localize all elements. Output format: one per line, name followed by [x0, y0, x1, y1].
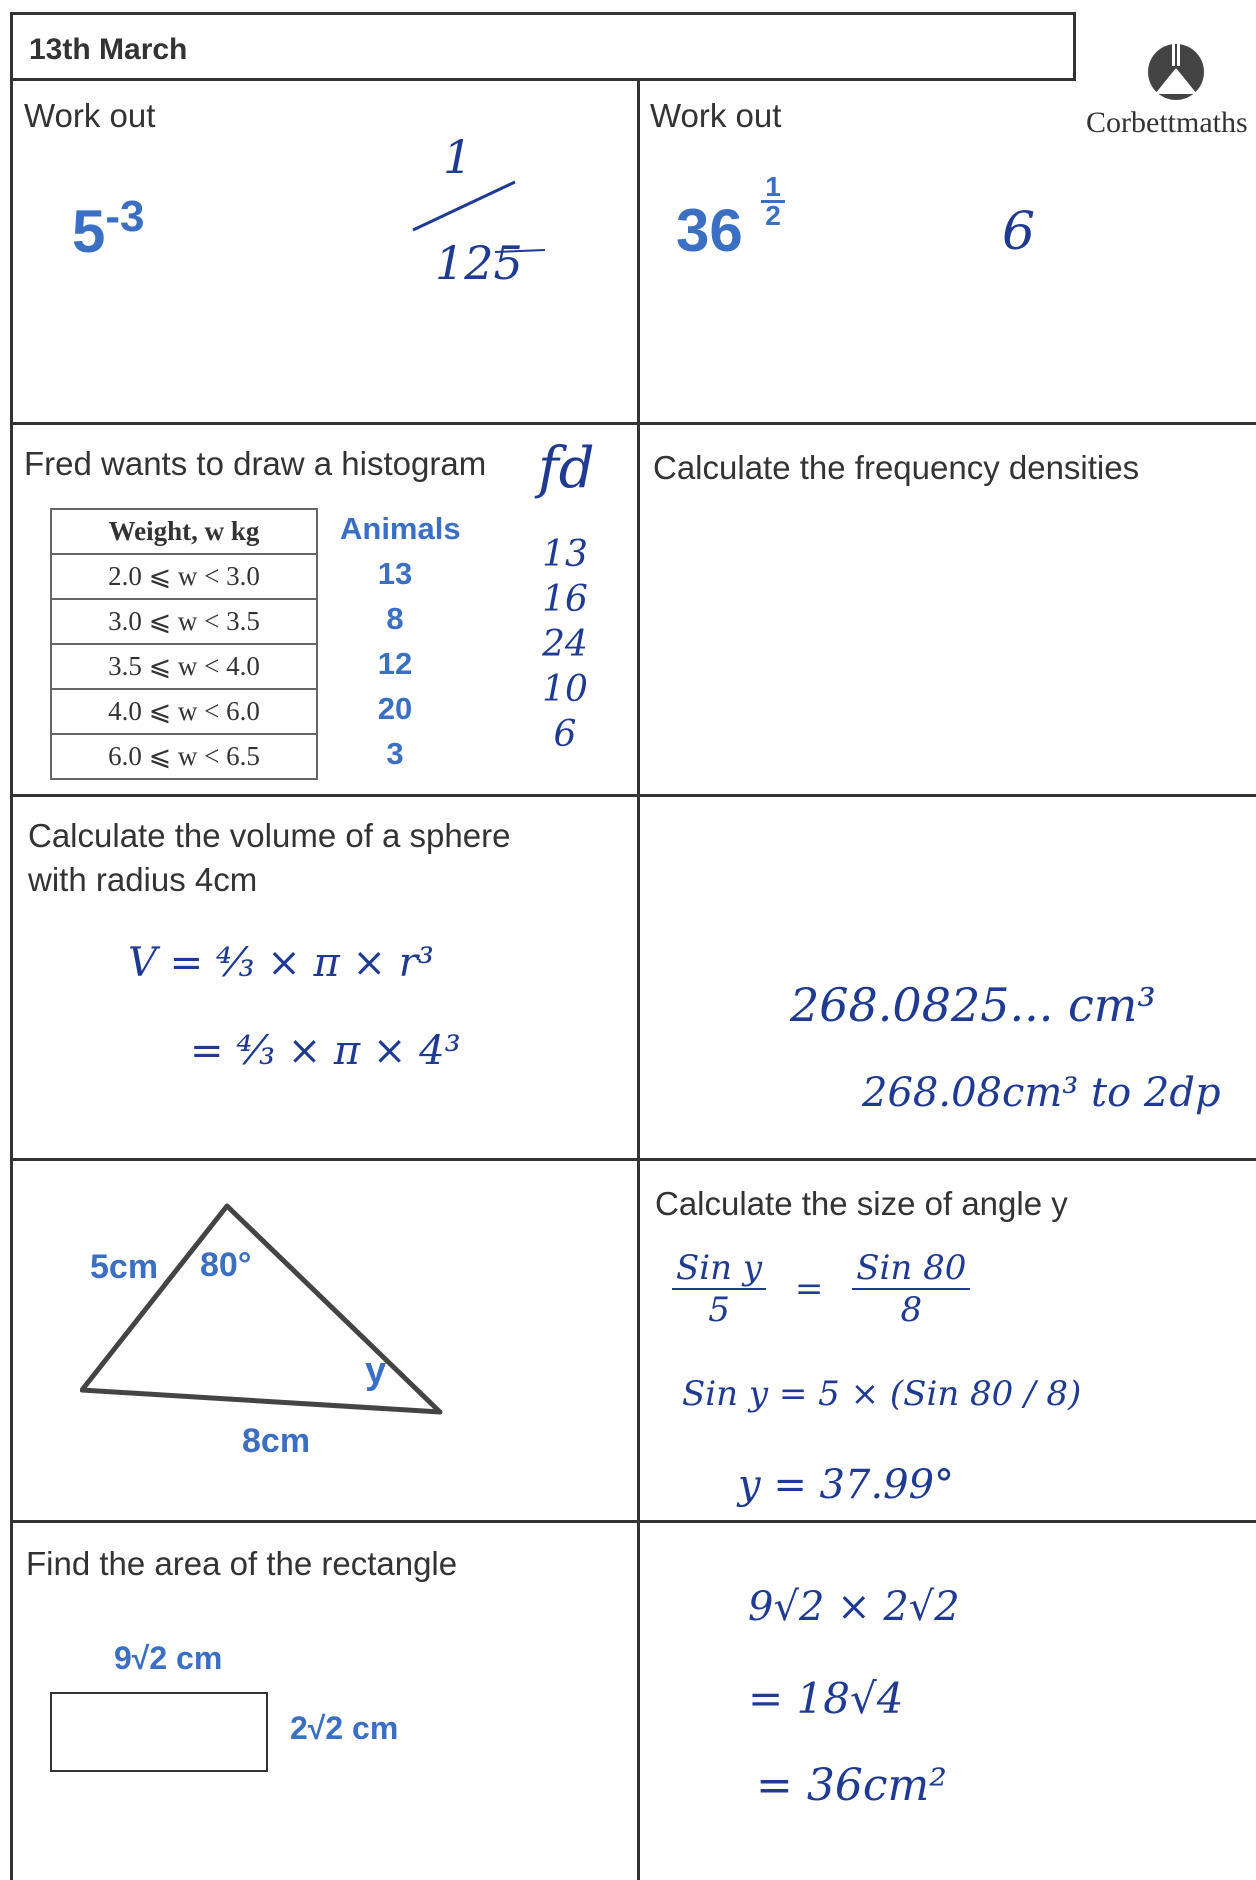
q5-work-line2: = ⁴⁄₃ × π × 4³: [190, 1028, 461, 1074]
q2-base: 36: [676, 197, 743, 264]
weight-row-3: 3.5 ⩽ w < 4.0: [50, 643, 318, 690]
q5-answer-line2: 268.08cm³ to 2dp: [862, 1070, 1221, 1116]
date-label: 13th March: [29, 33, 188, 66]
q7-line1-right-fraction: Sin 80 8: [852, 1248, 971, 1330]
q7-line1-left-num: Sin y: [672, 1248, 767, 1290]
weight-row-5: 6.0 ⩽ w < 6.5: [50, 733, 318, 780]
worksheet: 13th March Corbettmaths Work out 5-3 1 1…: [10, 12, 1256, 1880]
q1-answer-numerator: 1: [443, 130, 473, 184]
fd-row-1: 13: [542, 534, 588, 575]
q2-prompt: Work out: [650, 97, 782, 134]
q1-answer-denominator: 125: [435, 236, 523, 290]
q5-answer-line1: 268.0825... cm³: [790, 978, 1156, 1032]
rectangle-width-label: 9√2 cm: [114, 1640, 223, 1676]
q1-exponent: -3: [105, 192, 145, 241]
weight-table: Weight, w kg 2.0 ⩽ w < 3.0 3.0 ⩽ w < 3.5…: [50, 508, 318, 780]
q3-prompt: Fred wants to draw a histogram: [24, 445, 487, 482]
header-bar: 13th March: [10, 12, 1076, 78]
animals-row-5: 3: [386, 736, 404, 771]
logo-text: Corbettmaths: [1086, 106, 1248, 139]
header-rule: [10, 78, 1076, 81]
animals-row-4: 20: [377, 691, 413, 726]
animals-column: Animals 13 8 12 20 3: [340, 506, 461, 776]
q7-line1-right-num: Sin 80: [852, 1248, 971, 1290]
q9-line1: 9√2 × 2√2: [748, 1584, 960, 1630]
animals-row-2: 8: [386, 601, 404, 636]
q2-exponent: 1 2: [761, 173, 785, 231]
q7-line1-right-den: 8: [900, 1290, 923, 1330]
column-divider: [637, 78, 640, 1880]
q7-line3: y = 37.99°: [738, 1462, 955, 1508]
q1-base: 5: [72, 198, 106, 265]
weight-row-1: 2.0 ⩽ w < 3.0: [50, 553, 318, 600]
triangle-angle-top: 80°: [200, 1246, 252, 1284]
q4-prompt: Calculate the frequency densities: [653, 449, 1140, 486]
q7-line1-left-fraction: Sin y 5: [672, 1248, 767, 1330]
rectangle-height-label: 2√2 cm: [290, 1710, 399, 1746]
fd-row-2: 16: [542, 579, 588, 620]
q2-question: 36 1 2: [676, 173, 785, 265]
q7-prompt: Calculate the size of angle y: [655, 1185, 1068, 1222]
weight-row-2: 3.0 ⩽ w < 3.5: [50, 598, 318, 645]
logo: Corbettmaths: [1078, 30, 1256, 140]
q7-line1-equals: =: [794, 1269, 824, 1309]
animals-row-1: 13: [377, 556, 413, 591]
weight-header: Weight, w kg: [50, 508, 318, 555]
animals-header: Animals: [340, 511, 461, 546]
triangle-diagram: [80, 1203, 443, 1415]
fd-column: 13 16 24 10 6: [520, 532, 610, 757]
row-divider-3: [10, 1158, 1256, 1161]
animals-row-3: 12: [377, 646, 413, 681]
row-divider-2: [10, 794, 1256, 797]
triangle-angle-y: y: [365, 1350, 387, 1392]
q9-line3: = 36cm²: [756, 1760, 947, 1811]
q2-exponent-denominator: 2: [765, 200, 781, 231]
q7-line1: Sin y 5 = Sin 80 8: [672, 1248, 971, 1330]
q1-fraction-bar: [412, 180, 545, 253]
q9-line2: = 18√4: [748, 1674, 904, 1723]
q3-fd-header: fd: [538, 436, 595, 501]
q5-prompt-line1: Calculate the volume of a sphere: [28, 817, 511, 854]
q1-question: 5-3: [72, 192, 145, 266]
corbettmaths-logo-icon: [1148, 44, 1204, 100]
fd-row-3: 24: [542, 624, 588, 665]
q8-prompt: Find the area of the rectangle: [26, 1545, 458, 1582]
outer-border-left: [10, 78, 13, 1880]
q1-prompt: Work out: [24, 97, 156, 134]
fd-row-4: 10: [542, 669, 588, 710]
row-divider-4: [10, 1520, 1256, 1523]
q2-exponent-numerator: 1: [761, 173, 785, 203]
triangle-side-bottom: 8cm: [242, 1422, 311, 1460]
q5-prompt-line2: with radius 4cm: [28, 861, 258, 898]
q7-line1-left-den: 5: [708, 1290, 730, 1330]
q5-work-line1: V = ⁴⁄₃ × π × r³: [128, 940, 434, 986]
fd-row-5: 6: [553, 714, 577, 755]
rectangle-shape: [50, 1692, 268, 1772]
weight-row-4: 4.0 ⩽ w < 6.0: [50, 688, 318, 735]
q2-answer: 6: [1002, 202, 1036, 262]
row-divider-1: [10, 422, 1256, 425]
q7-line2: Sin y = 5 × (Sin 80 / 8): [682, 1374, 1082, 1414]
triangle-side-left: 5cm: [90, 1248, 159, 1286]
